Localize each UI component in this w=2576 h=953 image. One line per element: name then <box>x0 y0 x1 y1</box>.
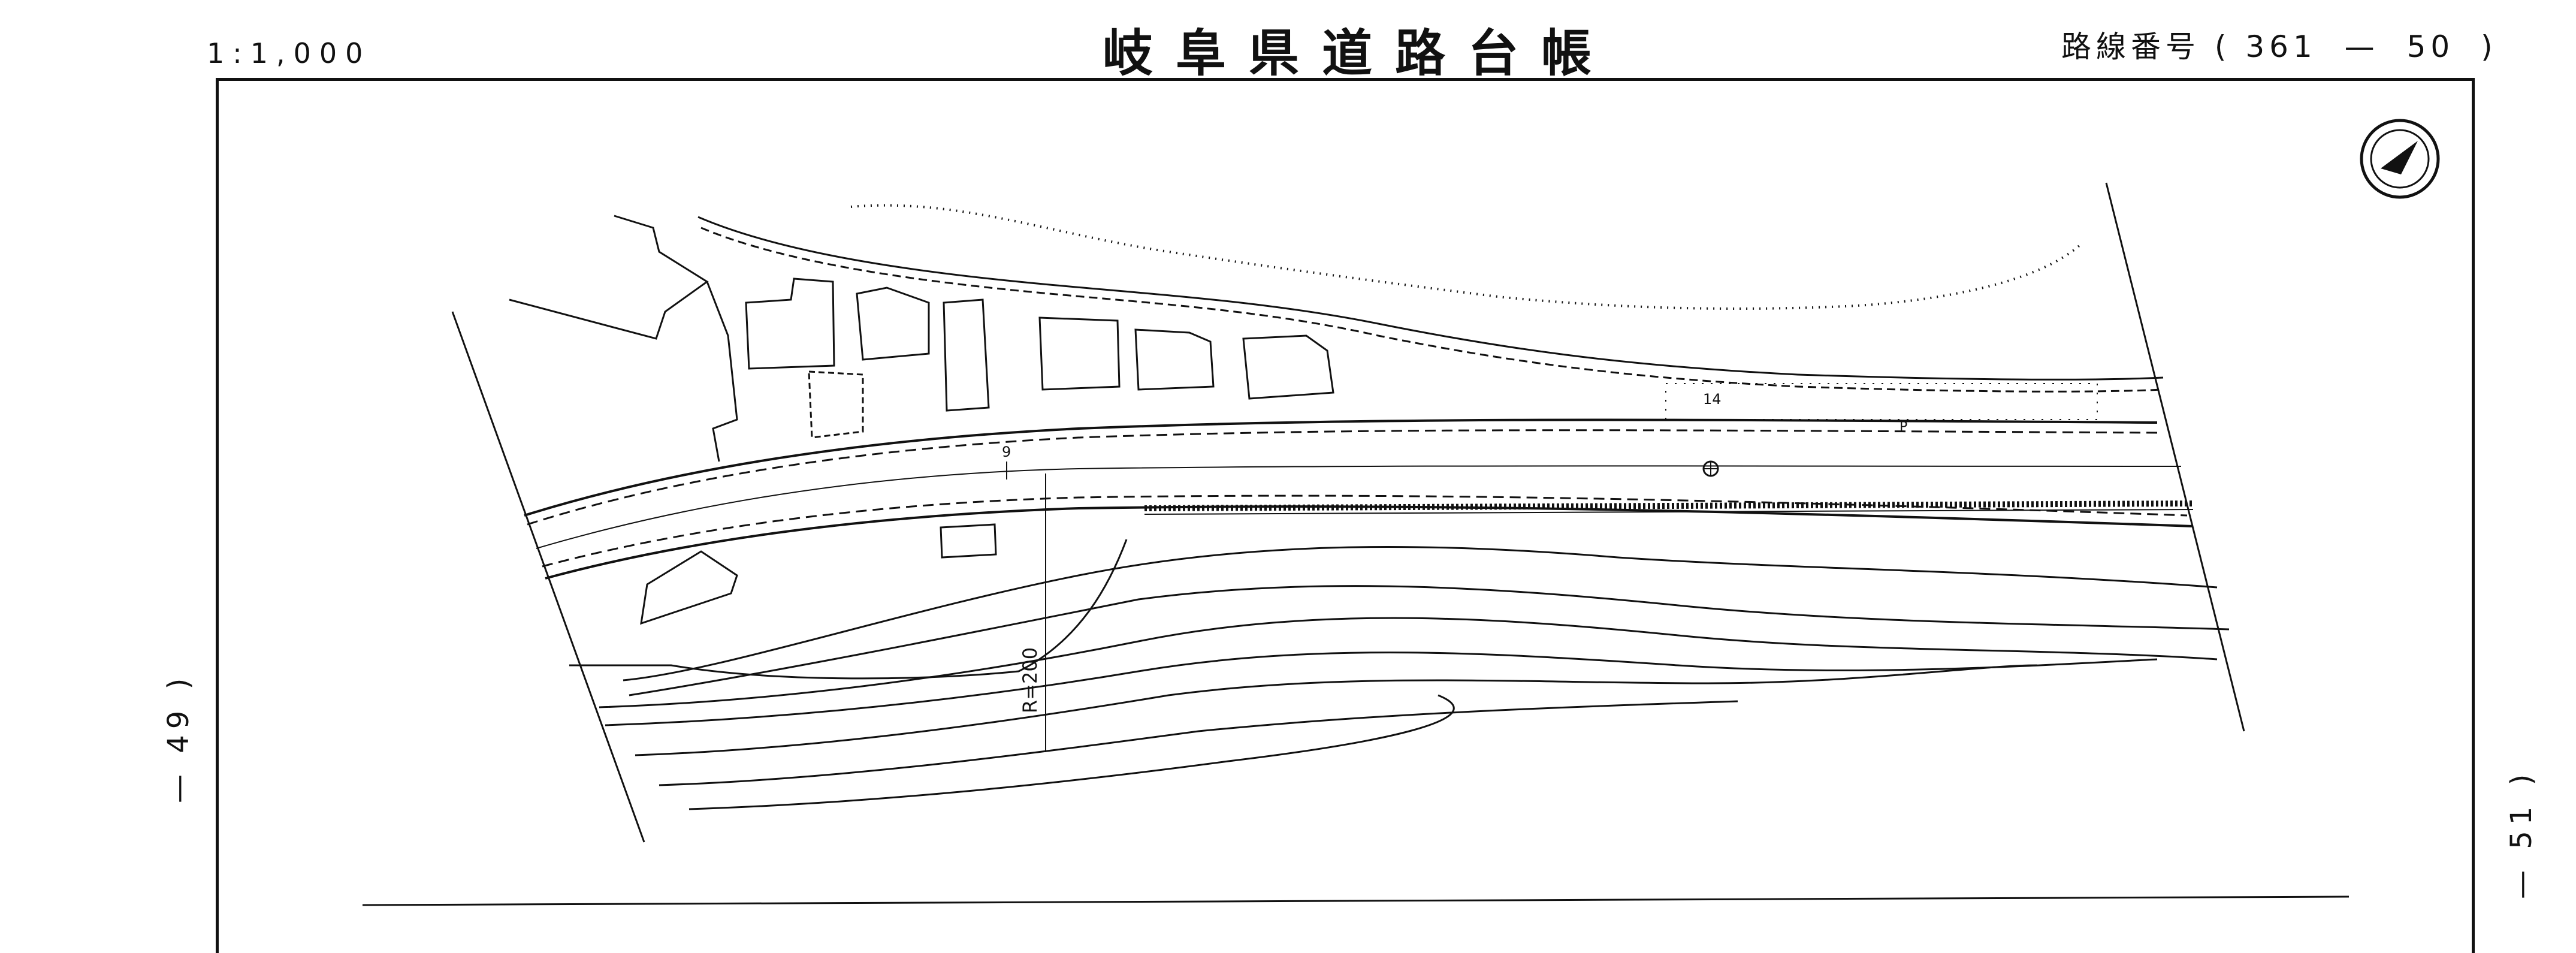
levee-line-1 <box>697 216 2164 381</box>
north-arrow-icon <box>2360 119 2440 199</box>
sheet-boundary-right <box>2105 182 2245 732</box>
road-edge-south-dashed <box>542 494 2188 568</box>
side-road <box>569 539 1128 680</box>
map-frame <box>216 78 2475 953</box>
building-south-2 <box>640 550 738 625</box>
building-5 <box>1134 328 1215 391</box>
route-label: 路線番号 <box>2061 29 2200 64</box>
contour-6 <box>659 700 1738 786</box>
sheet-number-value: 50 <box>2406 29 2455 64</box>
river-bank <box>850 204 2080 310</box>
parking-label: P <box>1899 420 1908 435</box>
contour-1 <box>623 545 2218 681</box>
contour-7 <box>688 694 1455 810</box>
building-3 <box>943 298 990 412</box>
contour-2 <box>629 585 2230 696</box>
building-7 <box>808 370 864 439</box>
contour-3 <box>599 617 2218 708</box>
building-outline-w <box>706 281 738 462</box>
building-4 <box>1038 316 1121 391</box>
route-number: 路線番号 ( 361 — 50 ) <box>2061 23 2498 66</box>
road-guardrail <box>1144 500 2194 511</box>
page-title: 岐阜県道路台帳 <box>1103 23 1615 83</box>
building-outline-nw <box>509 215 709 340</box>
route-open-paren: ( <box>2214 29 2231 64</box>
route-number-value: 361 <box>2245 29 2317 64</box>
contour-4 <box>605 652 2158 726</box>
bottom-rule <box>362 895 2349 906</box>
marker-label: 14 <box>1703 391 1722 408</box>
map-scale: 1:1,000 <box>207 37 372 70</box>
building-2 <box>856 286 930 361</box>
curve-radius-label: R=200 <box>1019 647 1041 713</box>
road-edge-north-dashed <box>527 429 2161 526</box>
station-label: 9 <box>1002 444 1011 460</box>
parking-area <box>1665 383 2098 420</box>
road-edge-north <box>524 418 2158 517</box>
levee-line-2 <box>700 227 2164 393</box>
building-south-1 <box>940 523 997 559</box>
contour-5 <box>635 664 2038 756</box>
building-6 <box>1242 334 1334 400</box>
building-1 <box>745 278 835 370</box>
road-guardrail-2 <box>1144 509 2194 515</box>
road-edge-south <box>545 505 2194 580</box>
road-centerline <box>536 465 2182 549</box>
route-dash: — <box>2344 29 2379 64</box>
route-close-paren: ) <box>2481 29 2498 64</box>
